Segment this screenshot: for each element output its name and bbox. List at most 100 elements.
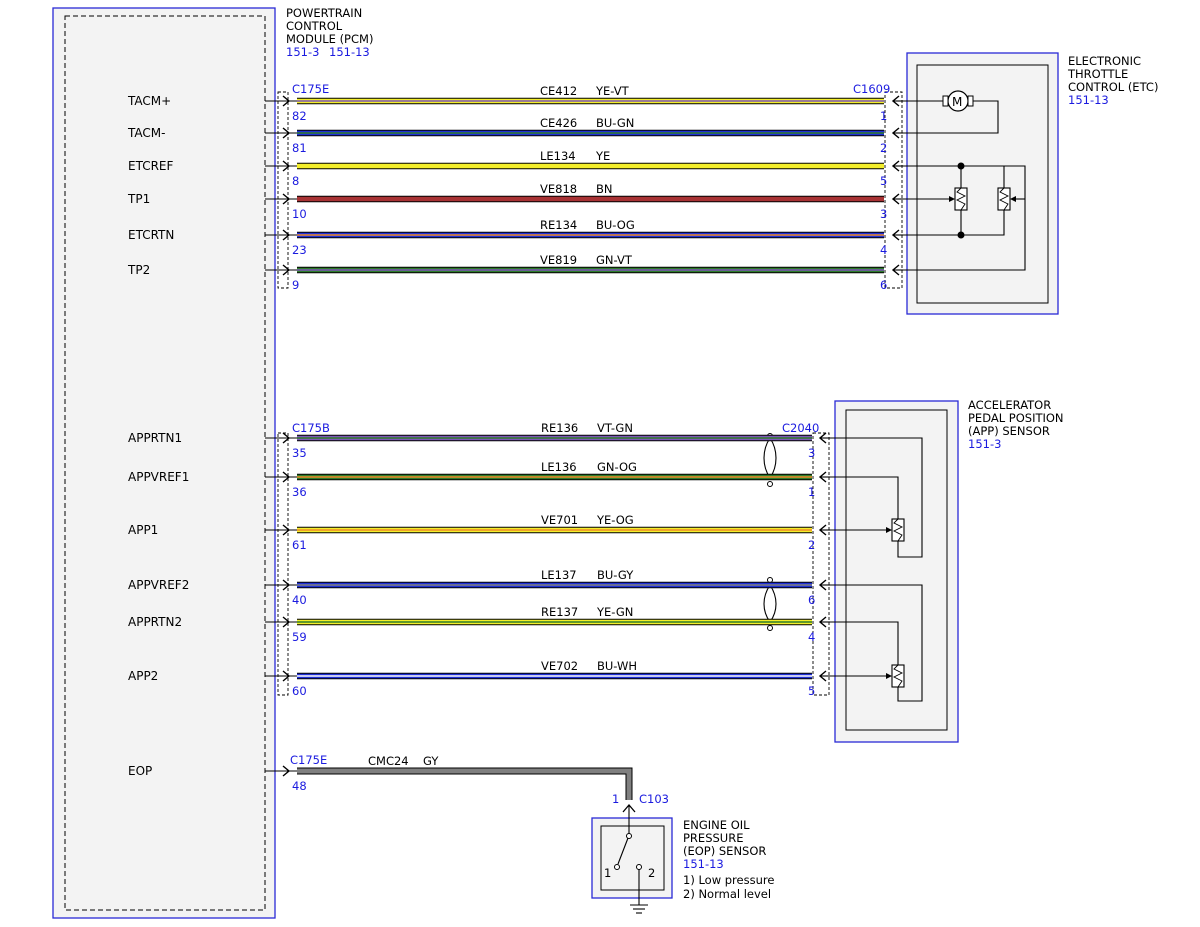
circuit-id-label: VE701 [541, 513, 578, 527]
pcm-signal-label: APPVREF2 [128, 578, 189, 592]
circuit-id-label: VE702 [541, 659, 578, 673]
motor-label: M [952, 95, 962, 109]
etc-title-line2: THROTTLE [1067, 67, 1128, 81]
circuit-id-label: LE137 [541, 568, 577, 582]
device-pin-number: 4 [808, 630, 815, 644]
eop-switch-blade [617, 837, 629, 865]
tp2-potentiometer-icon [997, 187, 1025, 211]
device-pin-number: 2 [808, 538, 815, 552]
pcm-pin-number: 82 [292, 109, 307, 123]
app-title-line3: (APP) SENSOR [968, 424, 1050, 438]
app-component [812, 400, 959, 743]
wire-color-label: GN-VT [596, 253, 633, 267]
pcm-signal-label: TACM+ [127, 94, 171, 108]
app-title-line2: PEDAL POSITION [968, 411, 1064, 425]
device-pin-number: 6 [880, 278, 887, 292]
app-title: ACCELERATOR PEDAL POSITION (APP) SENSOR … [968, 398, 1064, 451]
pcm-pin-number: 61 [292, 538, 307, 552]
etc-connector-outline [884, 91, 903, 289]
circuit-id-label: RE134 [540, 218, 577, 232]
circuit-id-label: CE426 [540, 116, 577, 130]
pcm-pin-number: 48 [292, 779, 307, 793]
device-pin-number: 1 [808, 485, 815, 499]
motor-brush-left [942, 95, 949, 107]
pcm-pin-number: 10 [292, 207, 307, 221]
etc-ref: 151-13 [1068, 93, 1109, 107]
pcm-title-line2: CONTROL [286, 19, 343, 33]
eop-pcm-connector-label: C175E [290, 753, 327, 767]
wire-color-label: YE [595, 149, 610, 163]
pcm-pin-number: 9 [292, 278, 299, 292]
pcm-title-line3: MODULE (PCM) [286, 32, 373, 46]
eop-connector-arrow-icon [622, 804, 636, 813]
device-pin-number: 3 [880, 207, 887, 221]
device-pin-number: 6 [808, 593, 815, 607]
wire-color-label: YE-VT [595, 84, 630, 98]
circuit-id-label: RE136 [541, 421, 578, 435]
pcm-ref-1: 151-3 [286, 45, 319, 59]
circuit-id-label: VE819 [540, 253, 577, 267]
wire-color-label: GN-OG [597, 460, 637, 474]
wire-color-label: GY [423, 754, 439, 768]
wire-color-label: YE-OG [596, 513, 634, 527]
etc-inner-box [916, 64, 1049, 304]
eop-switch-pos1: 1 [604, 866, 611, 880]
pcm-outer-box [52, 7, 276, 919]
wire-color-label: VT-GN [597, 421, 633, 435]
circuit-id-label: RE137 [541, 605, 578, 619]
wire-color-label: YE-GN [596, 605, 633, 619]
wire-color-label: BU-WH [597, 659, 637, 673]
etc-title: ELECTRONIC THROTTLE CONTROL (ETC) 151-13 [1067, 54, 1158, 107]
eop-title-line1: ENGINE OIL [683, 818, 750, 832]
pcm-signal-label: ETCREF [128, 159, 174, 173]
eop-inner-box [600, 825, 665, 891]
eop-device-connector-label: C103 [639, 792, 669, 806]
pcm-pin-number: 8 [292, 174, 299, 188]
eop-title-line3: (EOP) SENSOR [683, 844, 766, 858]
pcm-pin-number: 36 [292, 485, 307, 499]
app-title-line1: ACCELERATOR [968, 398, 1051, 412]
app-device-connector-label: C2040 [782, 421, 819, 435]
pcm-signal-label: TP1 [127, 192, 150, 206]
twisted-pair-2-icon [763, 577, 777, 631]
pcm-pin-number: 35 [292, 446, 307, 460]
wire-color-label: BU-OG [596, 218, 635, 232]
etc-title-line1: ELECTRONIC [1068, 54, 1141, 68]
etc-device-connector-label: C1609 [853, 82, 890, 96]
app-connector-outline [812, 432, 830, 696]
pcm-pin-number: 60 [292, 684, 307, 698]
pcm-signal-label: EOP [128, 764, 152, 778]
pcm-signal-label: APPVREF1 [128, 470, 189, 484]
pcm-ref-2: 151-13 [329, 45, 370, 59]
tp1-potentiometer-icon [949, 187, 968, 211]
etc-splice-top [957, 162, 965, 170]
circuit-id-label: LE136 [541, 460, 577, 474]
pcm-pin-number: 59 [292, 630, 307, 644]
pcm-pin-number: 81 [292, 141, 307, 155]
pcm-signal-label: APPRTN1 [128, 431, 182, 445]
eop-note-1: 1) Low pressure [683, 873, 774, 887]
ground-icon [630, 904, 648, 914]
eop-note-2: 2) Normal level [683, 887, 771, 901]
pcm-signal-label: TACM- [127, 126, 165, 140]
app1-potentiometer-icon [886, 518, 905, 542]
app2-potentiometer-icon [886, 664, 905, 688]
pcm-connector-c175e-outline [277, 91, 289, 289]
etc-component: M [884, 52, 1059, 315]
pcm-inner-dashed-box [64, 15, 266, 911]
wire-color-label: BU-GN [596, 116, 634, 130]
circuit-id-label: LE134 [540, 149, 576, 163]
etc-title-line3: CONTROL (ETC) [1068, 80, 1158, 94]
eop-device-pin: 1 [612, 792, 619, 806]
pcm-title: POWERTRAIN CONTROL MODULE (PCM) 151-3 15… [286, 6, 373, 59]
circuit-id-label: VE818 [540, 182, 577, 196]
